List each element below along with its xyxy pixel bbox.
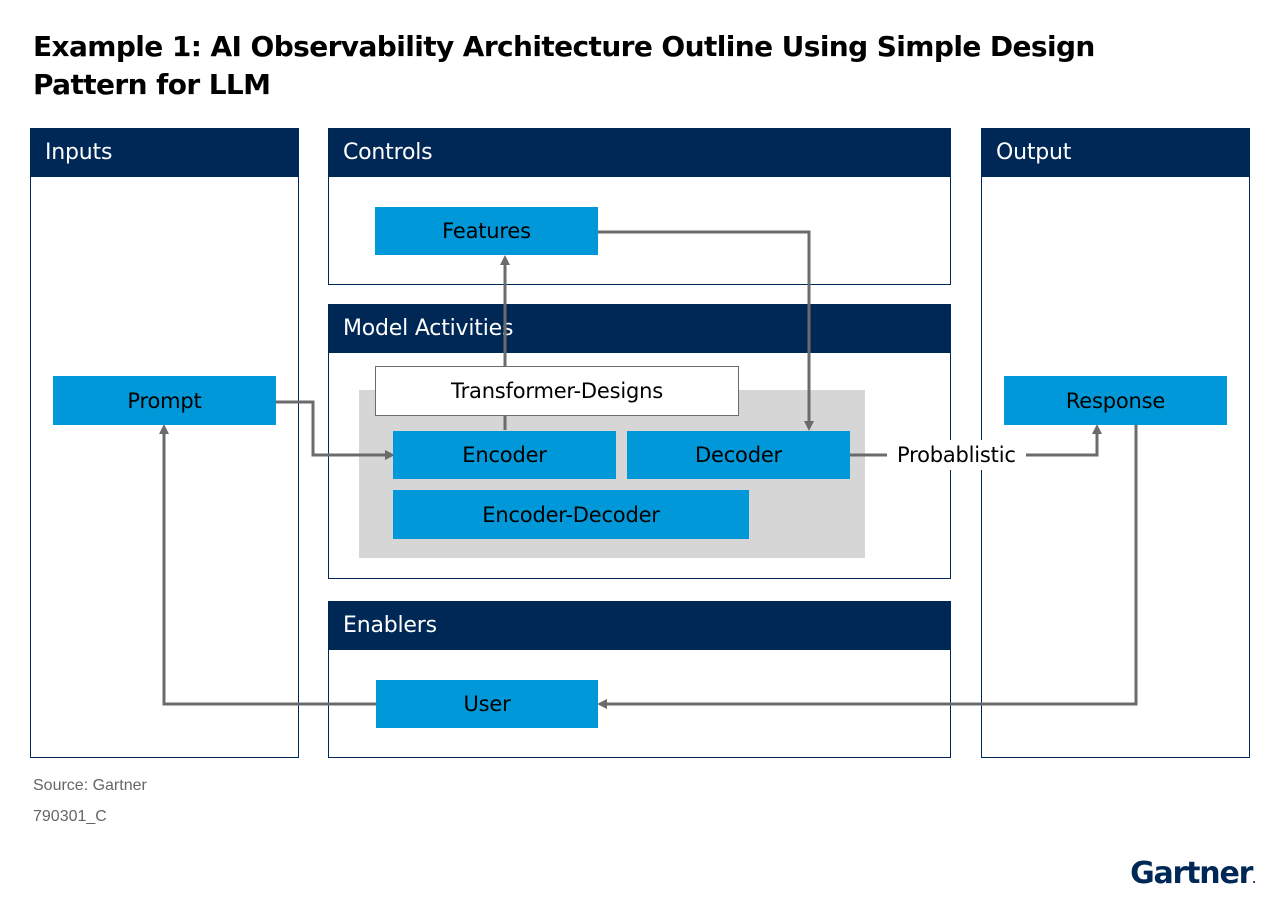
gartner-logo: Gartner. bbox=[1130, 856, 1256, 891]
node-encoder-decoder: Encoder-Decoder bbox=[393, 490, 749, 539]
panel-model-activities-header: Model Activities bbox=[329, 305, 950, 353]
node-encoder: Encoder bbox=[393, 431, 616, 479]
panel-controls-header: Controls bbox=[329, 129, 950, 177]
node-transformer-designs: Transformer-Designs bbox=[375, 366, 739, 416]
gartner-logo-mark: . bbox=[1252, 875, 1256, 886]
panel-inputs-header: Inputs bbox=[31, 129, 298, 177]
node-prompt: Prompt bbox=[53, 376, 276, 425]
panel-output-header: Output bbox=[982, 129, 1249, 177]
diagram-title: Example 1: AI Observability Architecture… bbox=[33, 30, 1095, 101]
panel-inputs: Inputs bbox=[30, 128, 299, 758]
node-user: User bbox=[376, 680, 598, 728]
node-decoder: Decoder bbox=[627, 431, 850, 479]
edge-label-probablistic: Probablistic bbox=[887, 440, 1026, 470]
node-features: Features bbox=[375, 207, 598, 255]
node-response: Response bbox=[1004, 376, 1227, 425]
source-note: Source: Gartner bbox=[33, 777, 147, 794]
panel-enablers-header: Enablers bbox=[329, 602, 950, 650]
figure-code: 790301_C bbox=[33, 808, 107, 825]
gartner-logo-text: Gartner bbox=[1130, 856, 1253, 891]
